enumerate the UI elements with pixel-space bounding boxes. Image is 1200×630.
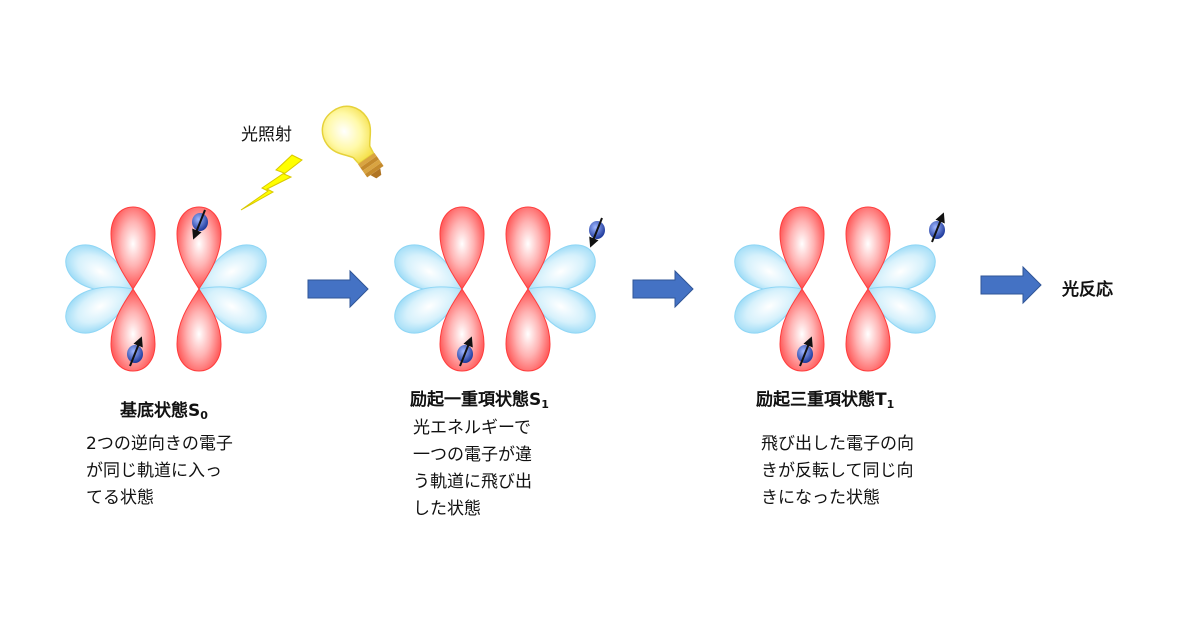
orbital-diagram-excited-singlet: [387, 207, 605, 371]
description-line: 一つの電子が違: [413, 445, 532, 465]
description-line: した状態: [413, 499, 481, 519]
orbital-diagram-ground-state: [58, 207, 273, 371]
electron-spin-icon: [457, 336, 473, 367]
description-line: が同じ軌道に入っ: [86, 461, 222, 481]
description-line: 光エネルギーで: [413, 418, 531, 438]
electron-spin-icon: [929, 212, 945, 243]
photoreaction-label: 光反応: [1062, 280, 1113, 300]
electron-spin-icon: [192, 209, 208, 240]
right-arrow-icon: [307, 270, 369, 308]
state-title-excited-triplet: 励起三重項状態T1: [756, 390, 895, 411]
state-description-ground: 2つの逆向きの電子 が同じ軌道に入っ てる状態: [86, 431, 233, 512]
light-irradiation-label: 光照射: [241, 125, 292, 145]
electron-spin-icon: [797, 336, 813, 367]
description-line: きが反転して同じ向: [761, 461, 914, 481]
description-line: 飛び出した電子の向: [761, 434, 914, 454]
lightning-bolt-icon: [240, 154, 303, 211]
description-line: きになった状態: [761, 488, 880, 508]
description-line: う軌道に飛び出: [413, 472, 532, 492]
right-arrow-icon: [632, 270, 694, 308]
state-title-excited-singlet: 励起一重項状態S1: [410, 390, 549, 411]
description-line: てる状態: [86, 488, 154, 508]
state-description-excited-singlet: 光エネルギーで 一つの電子が違 う軌道に飛び出 した状態: [413, 415, 532, 523]
electron-spin-icon: [127, 336, 143, 367]
orbital-diagram-excited-triplet: [727, 207, 945, 371]
light-bulb-icon: [321, 105, 384, 179]
description-line: 2つの逆向きの電子: [86, 434, 233, 454]
electron-spin-icon: [589, 217, 605, 248]
state-title-ground: 基底状態S0: [120, 401, 208, 422]
right-arrow-icon: [980, 266, 1042, 304]
state-description-excited-triplet: 飛び出した電子の向 きが反転して同じ向 きになった状態: [761, 431, 914, 512]
